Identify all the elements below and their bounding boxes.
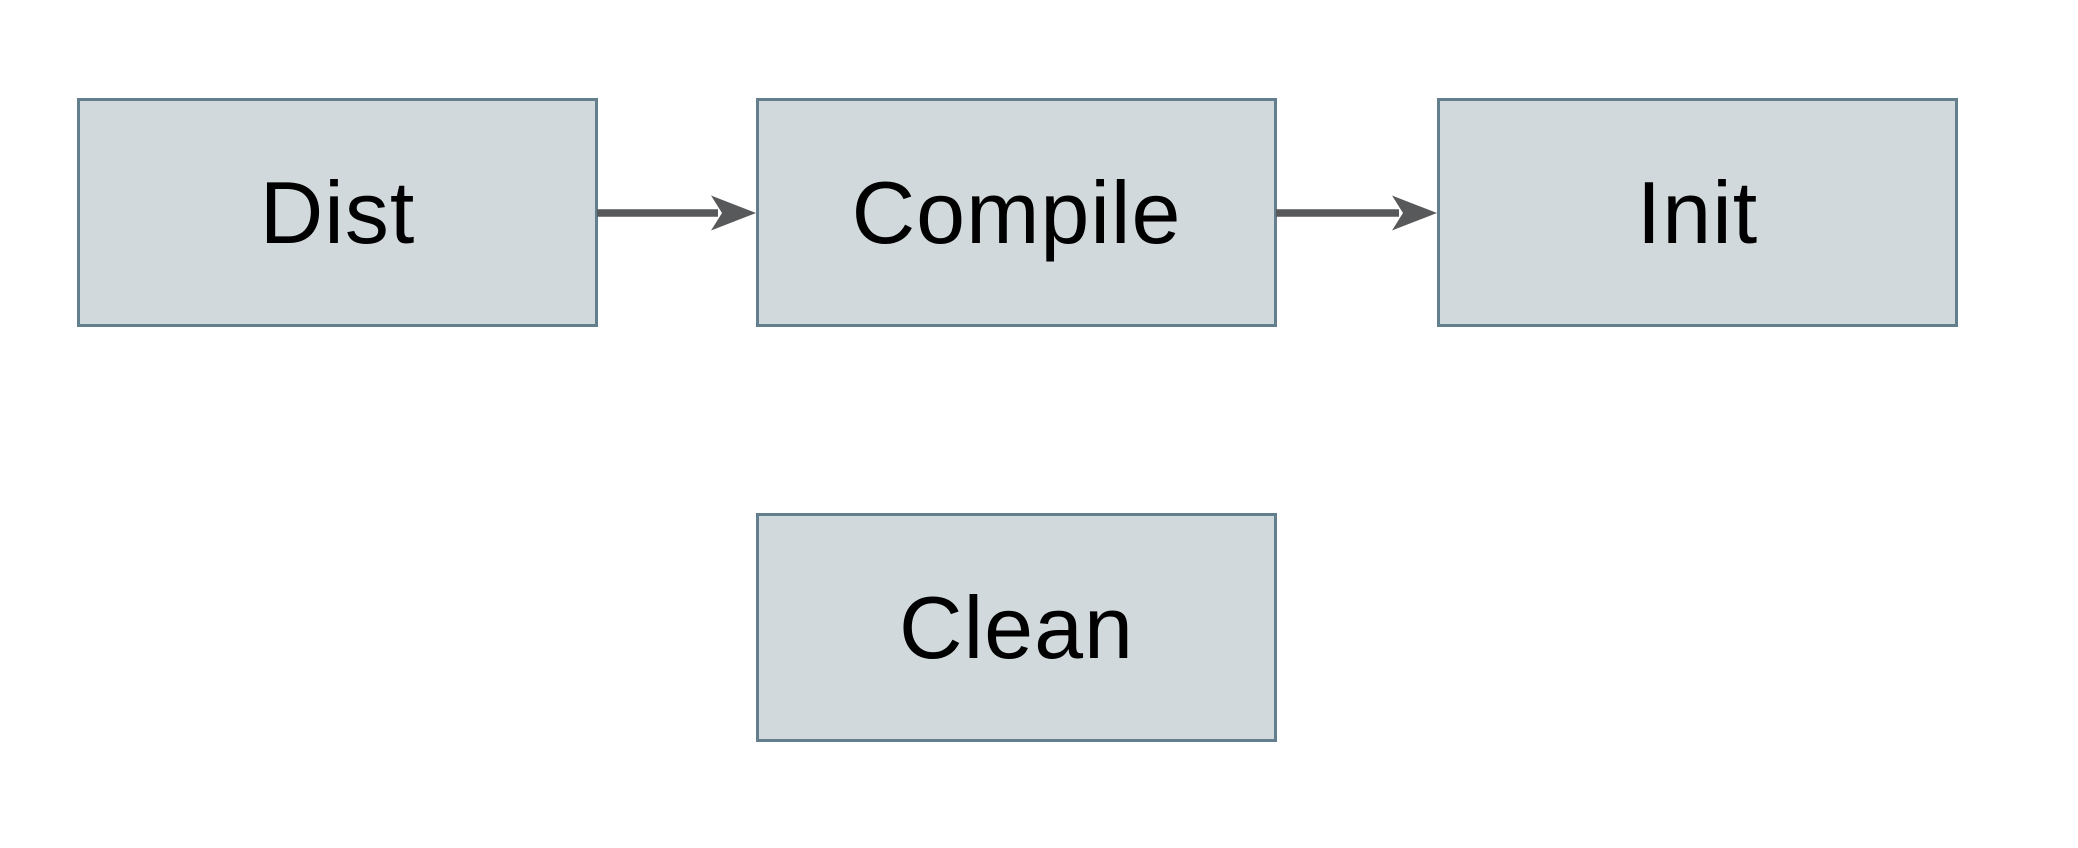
node-init-label: Init (1636, 162, 1759, 262)
node-compile-label: Compile (851, 162, 1182, 262)
node-clean[interactable]: Clean (756, 513, 1277, 742)
arrow-dist-to-compile-head-icon (711, 195, 756, 231)
node-dist-label: Dist (259, 162, 416, 262)
node-dist[interactable]: Dist (77, 98, 598, 327)
arrow-dist-to-compile (597, 195, 756, 231)
node-init[interactable]: Init (1437, 98, 1958, 327)
node-compile[interactable]: Compile (756, 98, 1277, 327)
node-clean-label: Clean (899, 577, 1134, 677)
arrow-compile-to-init-head-icon (1392, 195, 1437, 231)
arrow-compile-to-init (1276, 195, 1437, 231)
